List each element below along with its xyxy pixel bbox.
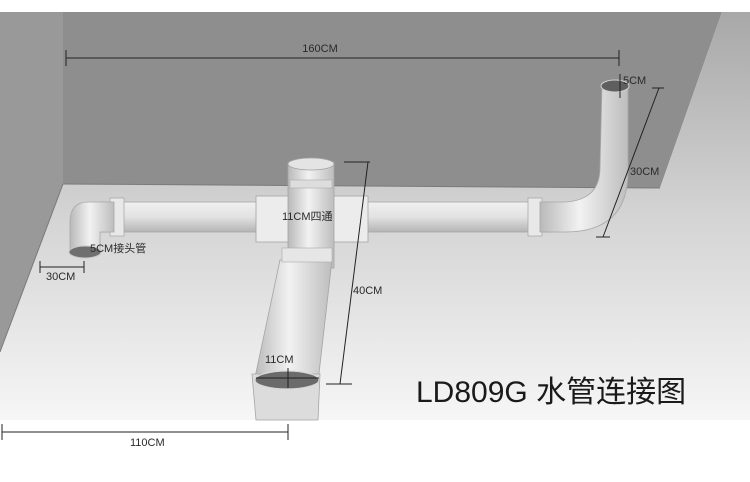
dim-right-diameter-label: 5CM [623, 75, 646, 87]
right-elbow [539, 85, 629, 233]
bottom-white-area [0, 420, 750, 482]
bottom-pipe-opening [254, 370, 320, 390]
dim-drop-line [339, 161, 369, 385]
cross-fitting-label: 11CM四通 [282, 210, 333, 223]
dim-left-offset-label: 30CM [46, 271, 75, 283]
dim-right-length-label: 30CM [630, 166, 659, 178]
drop-pipe-collar [281, 247, 333, 263]
dim-bottom-label: 110CM [130, 437, 165, 449]
dim-top-label: 160CM [302, 43, 337, 55]
left-elbow [69, 201, 115, 255]
dim-bottom-diameter-label: 11CM [265, 354, 294, 366]
floor-edge [0, 183, 64, 353]
right-riser-opening [600, 79, 630, 93]
left-connector-label: 5CM接头管 [90, 241, 146, 255]
dim-drop-label: 40CM [353, 285, 382, 297]
dim-right-length-line [602, 87, 660, 238]
diagram-title: LD809G 水管连接图 [416, 376, 686, 409]
floor-edge-back [62, 183, 661, 189]
cross-top-opening [287, 157, 335, 171]
left-elbow-opening [68, 245, 102, 259]
back-wall [63, 12, 722, 188]
left-wall [0, 12, 63, 352]
cross-top-collar [289, 179, 333, 189]
